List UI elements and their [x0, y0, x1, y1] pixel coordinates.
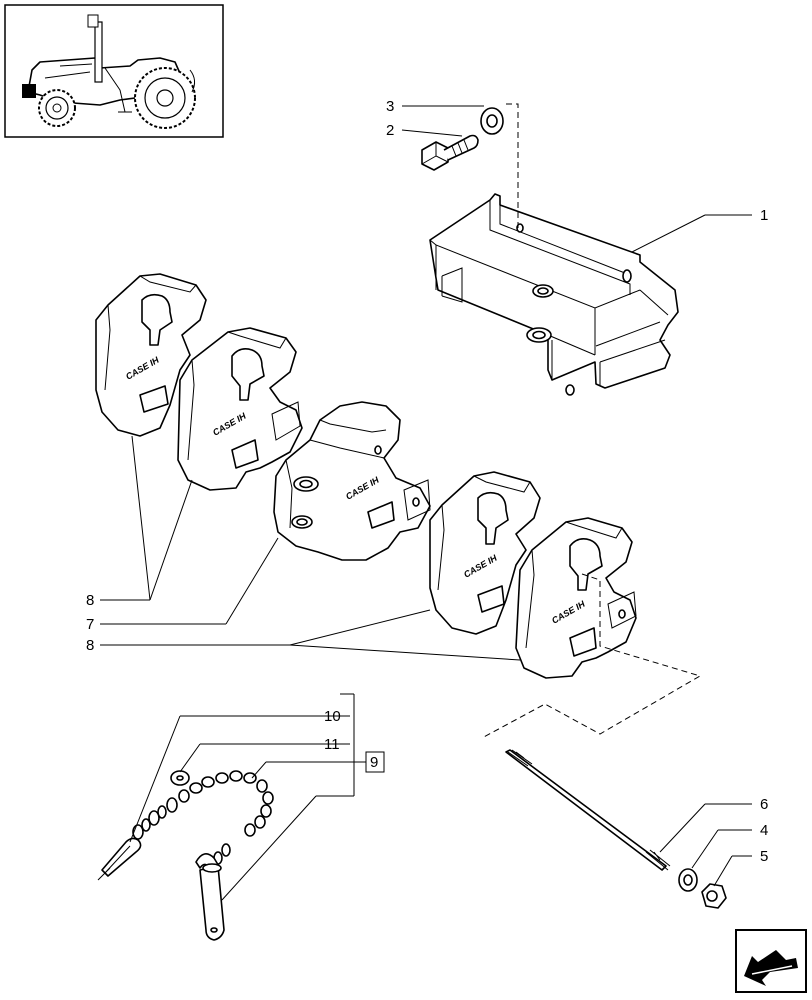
- callout-5: 5: [760, 848, 768, 865]
- callout-10: 10: [324, 708, 341, 725]
- nut-part: [701, 883, 727, 909]
- weight-part-2: CASE IH: [177, 327, 303, 491]
- callout-6: 6: [760, 796, 768, 813]
- callout-11: 11: [324, 736, 340, 753]
- washer-part: [480, 107, 504, 135]
- callout-3: 3: [386, 98, 394, 115]
- callout-9-box: [365, 751, 385, 773]
- callout-2: 2: [386, 122, 394, 139]
- threaded-rod-part: [505, 749, 671, 871]
- alignment-line: [506, 103, 519, 232]
- weight-part-3: CASE IH: [429, 471, 541, 635]
- bolt-part: [421, 134, 479, 171]
- callout-7: 7: [86, 616, 94, 633]
- weight-part-4: CASE IH: [515, 517, 637, 679]
- weight-part-7: CASE IH: [273, 401, 431, 561]
- tractor-thumbnail-icon[interactable]: [4, 4, 224, 138]
- next-page-arrow-icon[interactable]: [735, 929, 807, 993]
- callout-8-lower: 8: [86, 637, 94, 654]
- callout-4: 4: [760, 822, 768, 839]
- bracket-part: [429, 193, 679, 396]
- leader-lines: [100, 105, 752, 901]
- weight-part-1: CASE IH: [95, 273, 207, 437]
- callout-1: 1: [760, 207, 768, 224]
- chain-assembly-part: [97, 770, 274, 941]
- callout-9: 9: [370, 754, 378, 771]
- callout-8-upper: 8: [86, 592, 94, 609]
- rod-washer-part: [678, 868, 698, 892]
